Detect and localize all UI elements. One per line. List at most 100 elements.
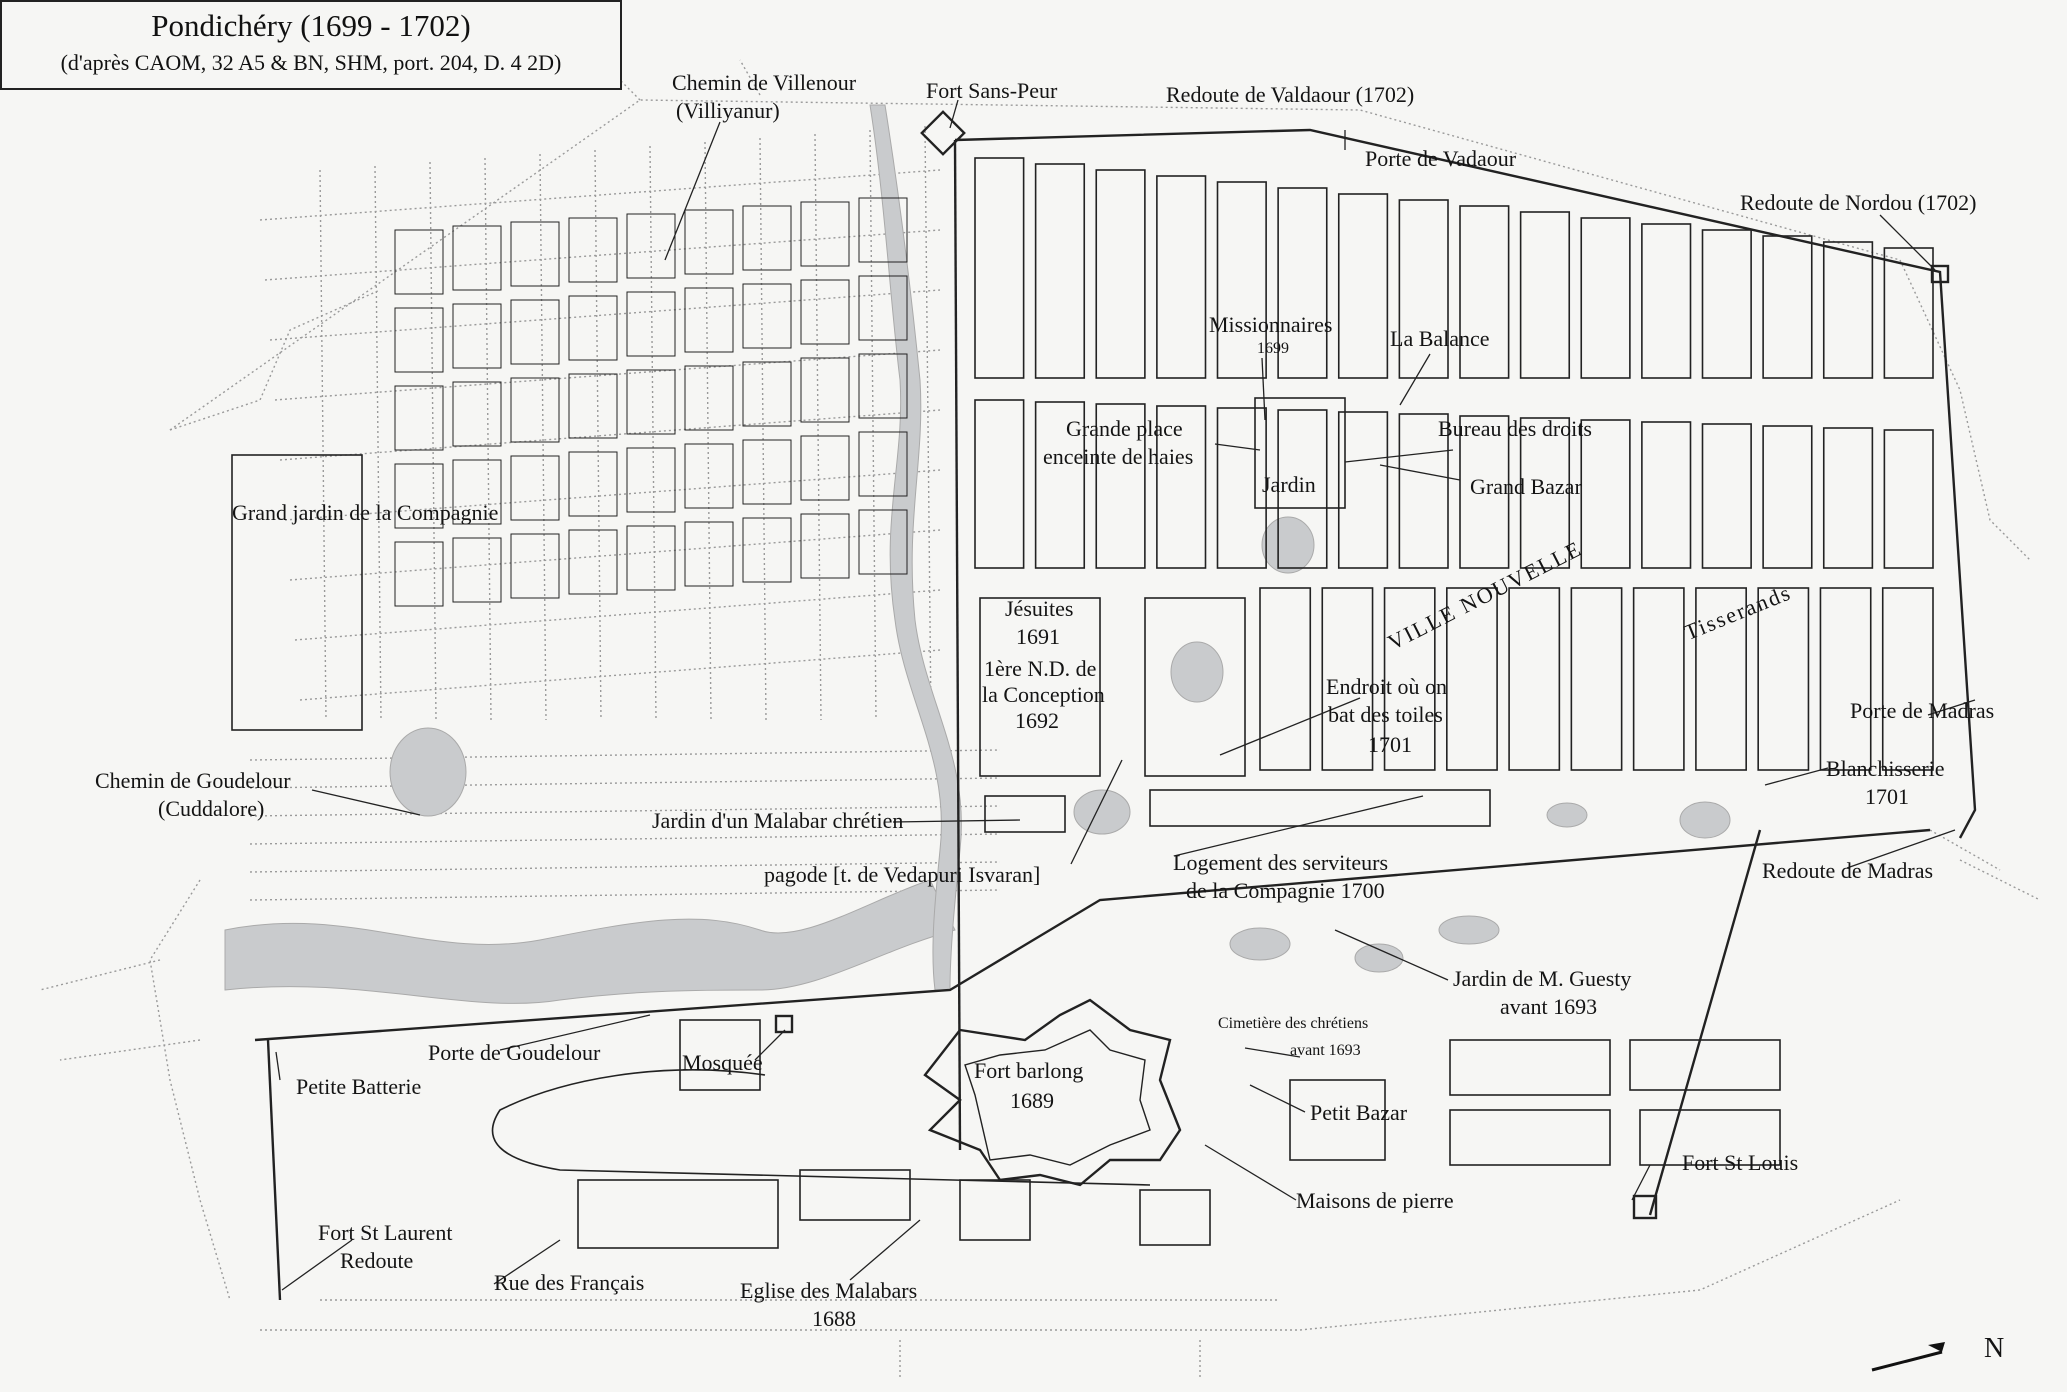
leader-line bbox=[1764, 767, 1829, 786]
jesuit-block bbox=[979, 597, 1101, 777]
street-path bbox=[1959, 859, 2041, 901]
label-grande-place-2: enceinte de haies bbox=[1043, 444, 1194, 469]
street-line bbox=[279, 409, 941, 461]
fortifications-layer bbox=[254, 110, 1977, 1301]
pond-water bbox=[1229, 927, 1291, 961]
city-block bbox=[684, 287, 734, 353]
label-endroit-2: bat des toiles bbox=[1328, 702, 1443, 727]
leader-line bbox=[1261, 357, 1266, 421]
label-jesuites-year: 1691 bbox=[1016, 624, 1060, 649]
city-block bbox=[1139, 1189, 1211, 1246]
city-block bbox=[1757, 587, 1810, 771]
city-block bbox=[800, 357, 850, 423]
city-block bbox=[1095, 169, 1146, 379]
city-block bbox=[742, 361, 792, 427]
leader-line bbox=[499, 1014, 651, 1051]
label-porte-goudelour: Porte de Goudelour bbox=[428, 1040, 601, 1065]
leader-line bbox=[275, 1051, 281, 1081]
city-block bbox=[684, 209, 734, 275]
north-rampart bbox=[954, 128, 1977, 839]
city-block bbox=[394, 385, 444, 451]
leader-line bbox=[1070, 759, 1123, 865]
leader-line bbox=[1204, 1144, 1297, 1201]
street-line bbox=[294, 589, 941, 641]
grand-jardin-outline bbox=[231, 454, 363, 731]
city-block bbox=[1639, 1109, 1781, 1166]
north-letter: N bbox=[1984, 1333, 2005, 1364]
leader-line bbox=[949, 99, 959, 129]
leader-line bbox=[1249, 1084, 1306, 1113]
city-block bbox=[394, 229, 444, 295]
leader-line bbox=[493, 1239, 561, 1285]
label-porte-vadaour: Porte de Vadaour bbox=[1365, 146, 1517, 171]
pond-water bbox=[1073, 789, 1131, 835]
leader-line bbox=[1927, 699, 1976, 716]
city-block bbox=[568, 295, 618, 361]
label-missionnaires: Missionnaires bbox=[1209, 312, 1333, 337]
label-eglise-malabars: Eglise des Malabars bbox=[740, 1278, 918, 1303]
label-villiyanur: (Villiyanur) bbox=[676, 98, 780, 123]
leader-line bbox=[664, 121, 721, 261]
city-block bbox=[1034, 163, 1086, 379]
street-path bbox=[149, 879, 231, 1301]
label-maisons-pierre: Maisons de pierre bbox=[1296, 1188, 1454, 1213]
pond-water bbox=[1438, 915, 1500, 945]
pond-water bbox=[1261, 516, 1315, 574]
label-logement-1: Logement des serviteurs bbox=[1173, 850, 1389, 875]
leader-line bbox=[281, 1239, 353, 1291]
fort-barlong-star bbox=[923, 998, 1182, 1187]
street-line bbox=[249, 805, 1001, 817]
city-block bbox=[510, 221, 560, 287]
city-block bbox=[974, 157, 1025, 379]
label-redoute-nordou: Redoute de Nordou (1702) bbox=[1740, 190, 1977, 215]
label-nd-conception-1: 1ère N.D. de bbox=[984, 656, 1097, 681]
leader-line bbox=[1631, 1164, 1651, 1201]
street-path bbox=[1899, 259, 2031, 561]
east-wall bbox=[1648, 829, 1762, 1216]
label-porte-madras: Porte de Madras bbox=[1850, 698, 1995, 723]
city-block bbox=[568, 451, 618, 517]
city-block bbox=[1819, 587, 1872, 771]
city-block bbox=[452, 225, 502, 291]
street-path bbox=[169, 289, 381, 431]
city-block bbox=[1337, 411, 1389, 569]
city-block bbox=[1449, 1039, 1611, 1096]
city-block bbox=[742, 283, 792, 349]
west-rampart bbox=[953, 139, 962, 1151]
city-block bbox=[1641, 421, 1692, 569]
fort-sans-peur-bastion bbox=[920, 110, 966, 156]
label-jesuites: Jésuites bbox=[1005, 596, 1074, 621]
city-block bbox=[1629, 1039, 1781, 1091]
label-endroit-year: 1701 bbox=[1368, 732, 1412, 757]
city-block bbox=[1459, 205, 1510, 379]
city-block bbox=[510, 299, 560, 365]
label-nd-conception-2: la Conception bbox=[982, 682, 1105, 707]
leader-line bbox=[1879, 214, 1936, 271]
label-pagode: pagode [t. de Vedapuri Isvaran] bbox=[764, 862, 1041, 887]
city-block bbox=[1156, 405, 1207, 569]
city-block bbox=[1881, 587, 1934, 771]
city-block bbox=[1337, 193, 1389, 379]
city-block bbox=[510, 377, 560, 443]
city-block bbox=[1519, 417, 1571, 569]
street-line bbox=[869, 129, 877, 721]
label-jardin: Jardin bbox=[1262, 472, 1316, 497]
city-block bbox=[1701, 229, 1752, 379]
leader-line bbox=[311, 789, 421, 816]
city-block bbox=[1398, 199, 1449, 379]
inner-wall bbox=[254, 828, 1931, 1042]
city-block bbox=[1508, 587, 1561, 771]
city-block bbox=[858, 197, 908, 263]
city-block bbox=[742, 517, 792, 583]
city-block bbox=[394, 541, 444, 607]
leader-line bbox=[1219, 697, 1361, 756]
label-blanchisserie-year: 1701 bbox=[1865, 784, 1909, 809]
street-path bbox=[260, 1199, 1901, 1331]
label-jardin-guesty-2: avant 1693 bbox=[1500, 994, 1598, 1019]
leader-line bbox=[1846, 829, 1956, 869]
city-block bbox=[1216, 181, 1267, 379]
label-logement-2: de la Compagnie 1700 bbox=[1186, 878, 1385, 903]
title-cartouche: Pondichéry (1699 - 1702) (d'après CAOM, … bbox=[0, 0, 622, 90]
city-block bbox=[684, 521, 734, 587]
